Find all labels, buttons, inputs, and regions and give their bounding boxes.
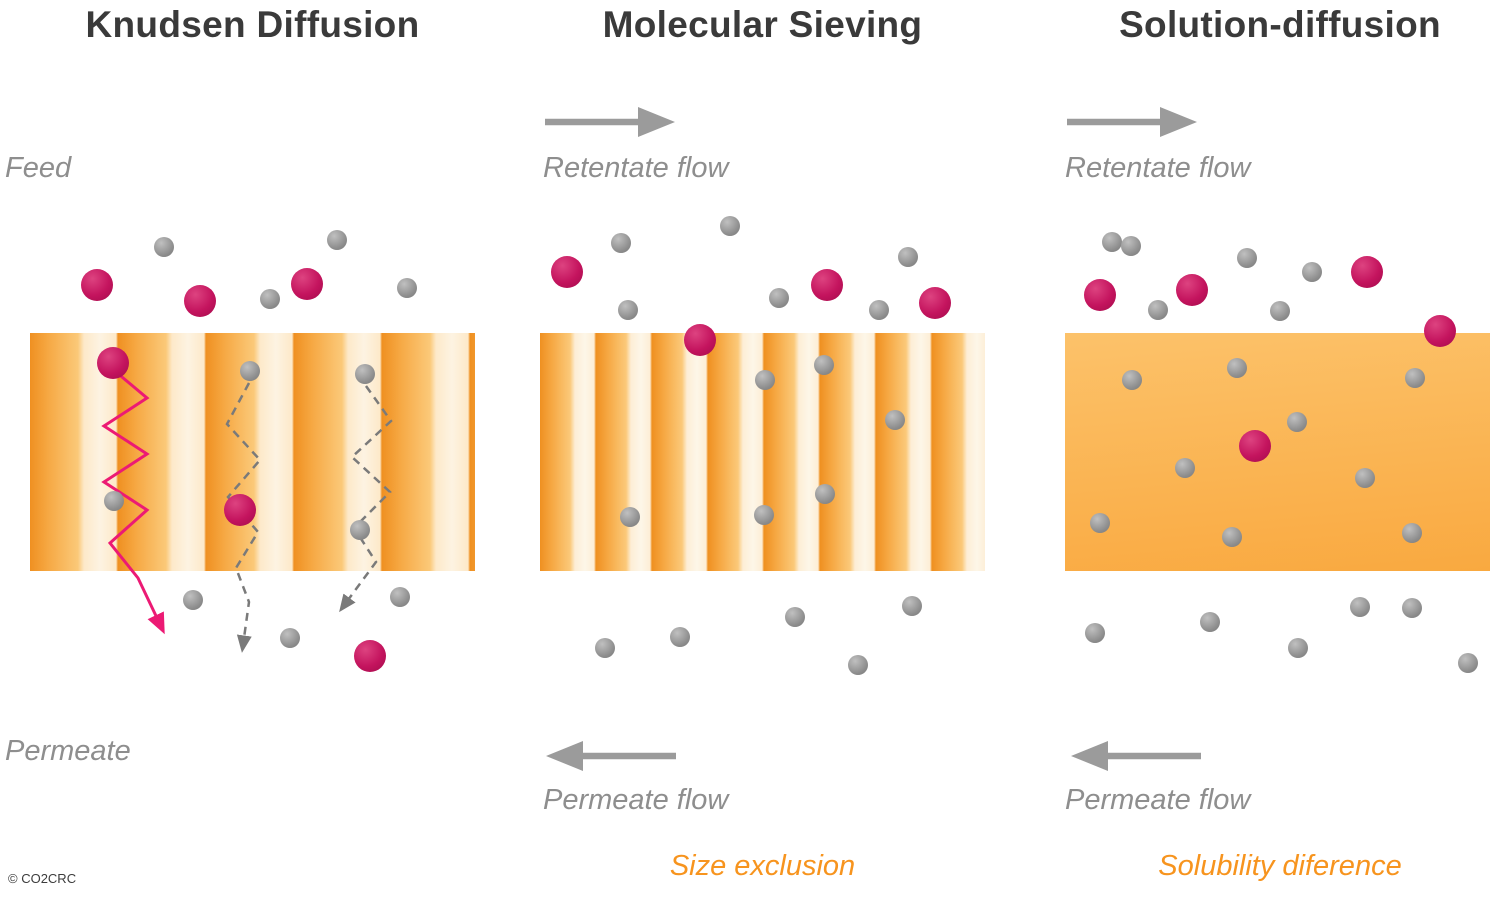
small-gas-molecule [280,628,300,648]
small-gas-molecule [848,655,868,675]
small-gas-molecule [1458,653,1478,673]
retentate-flow-label-sieving: Retentate flow [543,152,729,184]
small-gas-molecule [1270,301,1290,321]
small-gas-molecule [869,300,889,320]
large-gas-molecule [291,268,323,300]
small-gas-molecule [898,247,918,267]
small-gas-molecule [1200,612,1220,632]
solution-diffusion-membrane [1065,333,1490,571]
retentate-flow-right-arrow-icon [545,107,675,137]
small-gas-molecule [720,216,740,236]
small-gas-molecule [902,596,922,616]
large-gas-molecule [1176,274,1208,306]
sieving-membrane [540,333,985,571]
small-gas-molecule [183,590,203,610]
large-gas-molecule [354,640,386,672]
small-gas-molecule [618,300,638,320]
knudsen-membrane [30,333,475,571]
small-gas-molecule [1237,248,1257,268]
permeate-flow-left-arrow-icon [1071,741,1201,771]
small-gas-molecule [1302,262,1322,282]
small-gas-molecule [1148,300,1168,320]
size-exclusion-caption: Size exclusion [669,850,856,882]
panel-title-sieving: Molecular Sieving [602,4,923,45]
small-gas-molecule [390,587,410,607]
small-gas-molecule [1350,597,1370,617]
small-gas-molecule [260,289,280,309]
permeate-flow-label-solution: Permeate flow [1065,784,1251,816]
small-gas-molecule [670,627,690,647]
solubility-difference-caption: Solubility diference [1158,850,1402,882]
large-gas-molecule [1084,279,1116,311]
large-gas-molecule [81,269,113,301]
feed-label: Feed [5,152,72,184]
small-gas-molecule [397,278,417,298]
small-gas-molecule [327,230,347,250]
copyright-credit: © CO2CRC [8,871,77,886]
small-gas-molecule [611,233,631,253]
permeate-flow-label-sieving: Permeate flow [543,784,729,816]
small-gas-molecule [769,288,789,308]
permeate-label: Permeate [5,735,131,767]
retentate-flow-right-arrow-icon [1067,107,1197,137]
panel-title-solution-diffusion: Solution-diffusion [1119,4,1441,45]
large-gas-molecule [551,256,583,288]
panel-title-knudsen: Knudsen Diffusion [85,4,420,45]
small-gas-molecule [1402,598,1422,618]
small-gas-molecule [1121,236,1141,256]
small-gas-molecule [1102,232,1122,252]
small-gas-molecule [785,607,805,627]
large-gas-molecule [1351,256,1383,288]
retentate-flow-label-solution: Retentate flow [1065,152,1251,184]
permeate-flow-left-arrow-icon [546,741,676,771]
large-gas-molecule [184,285,216,317]
small-gas-molecule [1085,623,1105,643]
large-gas-molecule [919,287,951,319]
small-gas-molecule [154,237,174,257]
small-gas-molecule [1288,638,1308,658]
small-gas-molecule [595,638,615,658]
large-gas-molecule [811,269,843,301]
